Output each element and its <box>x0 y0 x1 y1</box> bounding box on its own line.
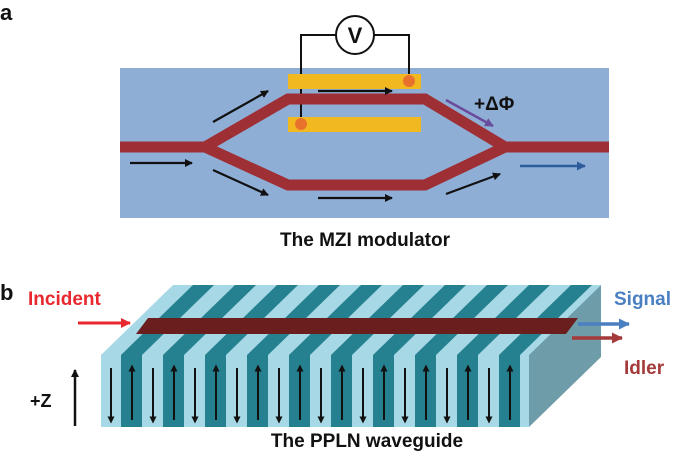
domain-polarization-arrows <box>107 364 514 424</box>
voltmeter-icon <box>335 15 375 55</box>
mzi-waveguide <box>120 93 609 191</box>
signal-label: Signal <box>614 289 671 310</box>
phase-shift-arrow <box>445 98 494 128</box>
z-axis-label: +Z <box>30 391 52 411</box>
electrode-top <box>288 74 421 89</box>
phase-shift-label: +ΔΦ <box>474 94 515 115</box>
ppln-waveguide-channel <box>136 318 578 334</box>
idler-label: Idler <box>624 358 665 379</box>
voltmeter-label: V <box>348 23 363 48</box>
electrode-bottom <box>288 117 421 132</box>
arrow-upper-rise <box>212 90 269 123</box>
circuit-wire-right <box>374 34 410 81</box>
panel-b: b Incident Signal Idler +Z The PPLN wave… <box>0 280 671 452</box>
panel-a: a V +ΔΦ The MZI modulator <box>0 0 609 251</box>
contact-dot-bottom <box>295 118 307 130</box>
panel-a-letter: a <box>0 0 13 25</box>
incident-label: Incident <box>28 289 102 310</box>
ppln-side-face <box>529 285 601 427</box>
panel-b-caption: The PPLN waveguide <box>271 431 463 452</box>
panel-a-caption: The MZI modulator <box>280 230 451 251</box>
propagation-arrows <box>130 87 501 202</box>
arrow-lower-fall <box>212 168 269 197</box>
panel-b-letter: b <box>0 280 13 305</box>
arrow-lower-rise <box>445 172 501 196</box>
contact-dot-top <box>403 75 415 87</box>
